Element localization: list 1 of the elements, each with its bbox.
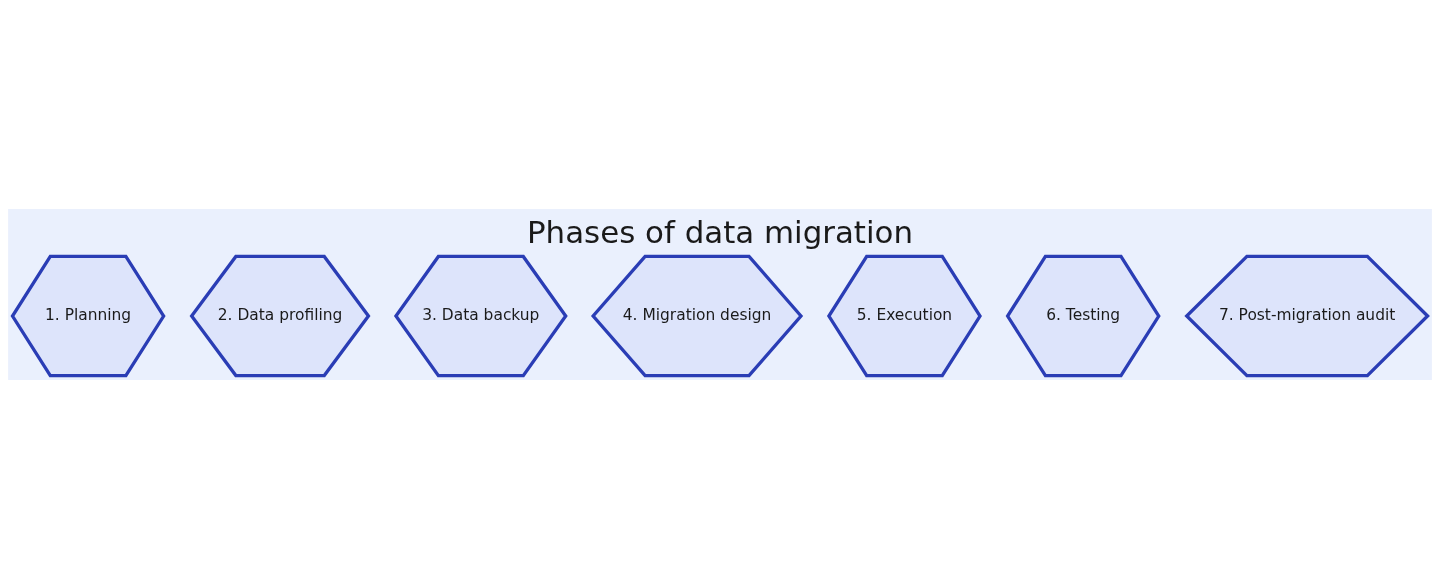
diagram-title: Phases of data migration: [526, 213, 914, 250]
